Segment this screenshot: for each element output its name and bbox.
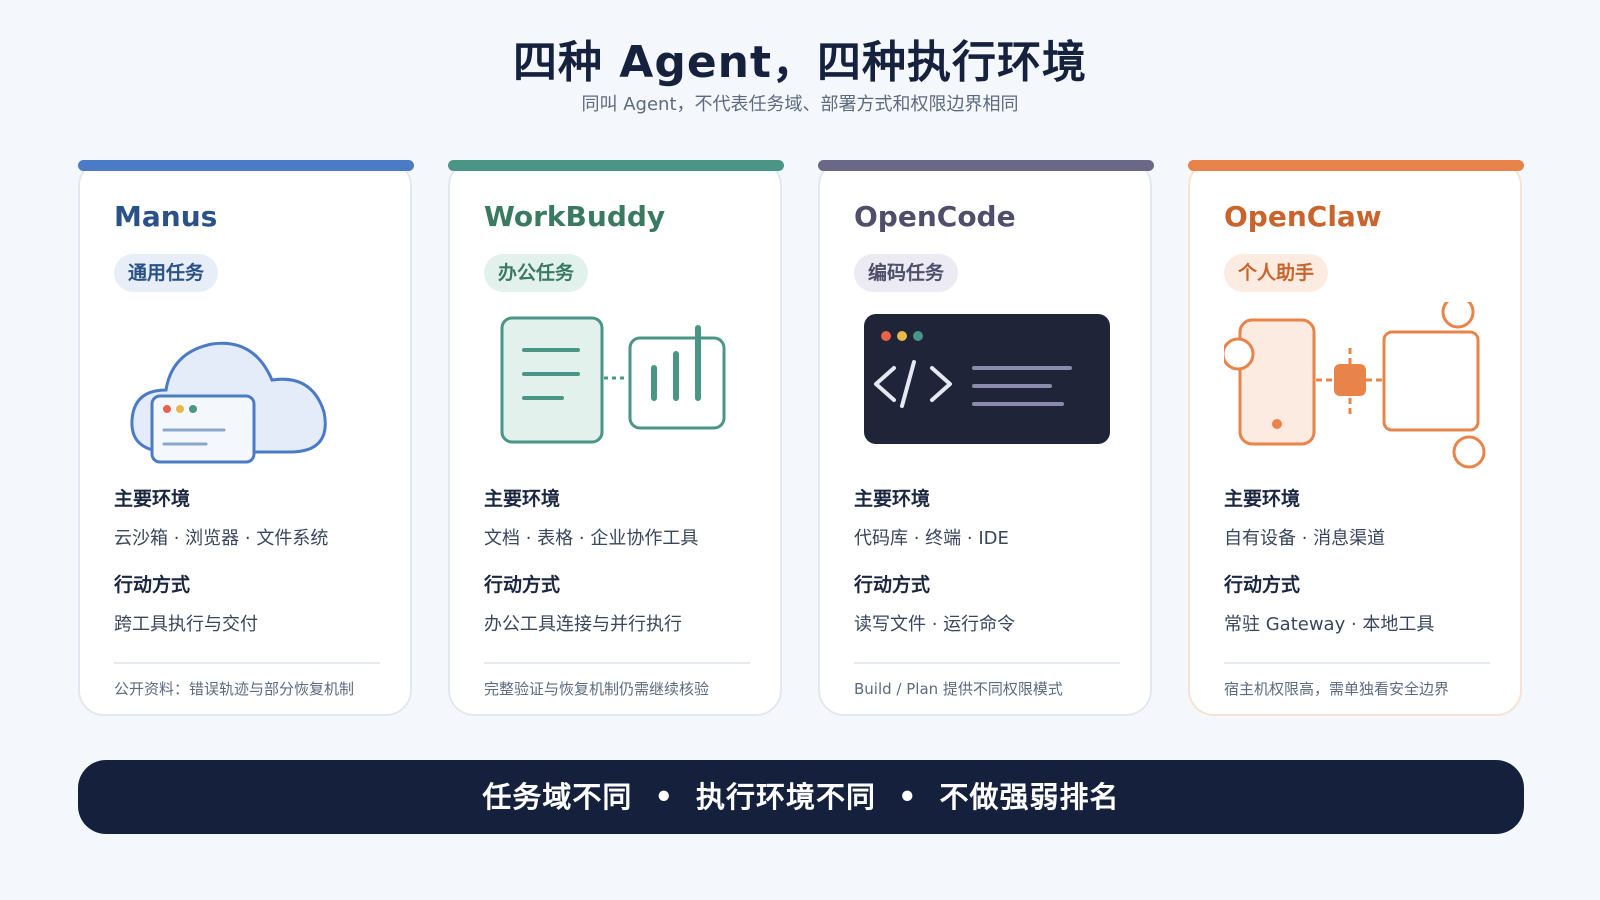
card-title: OpenCode (854, 200, 1016, 233)
page-subtitle: 同叫 Agent，不代表任务域、部署方式和权限边界相同 (581, 94, 1019, 115)
action-text: 读写文件 · 运行命令 (854, 614, 1016, 635)
card-workbuddy: WorkBuddy 办公任务 主要环境 文档 · 表格 · 企业协作工具 行动方… (448, 160, 782, 716)
summary-separator: • (898, 780, 918, 814)
action-label: 行动方式 (114, 574, 191, 596)
action-text: 办公工具连接与并行执行 (484, 614, 682, 635)
env-label: 主要环境 (484, 488, 561, 510)
card-note: Build / Plan 提供不同权限模式 (854, 680, 1063, 698)
card-opencode: OpenCode 编码任务 主要环境 代码库 · 终端 · IDE 行动方式 读… (818, 160, 1152, 716)
card-note: 公开资料：错误轨迹与部分恢复机制 (114, 680, 355, 698)
divider (114, 662, 380, 664)
accent-bar-workbuddy (448, 160, 784, 171)
card-note: 宿主机权限高，需单独看安全边界 (1224, 680, 1450, 698)
card-title: WorkBuddy (484, 200, 666, 233)
summary-separator: • (654, 780, 674, 814)
document-chart-icon (500, 316, 726, 444)
summary-part-task-domain: 任务域不同 (482, 780, 633, 814)
divider (854, 662, 1120, 664)
env-text: 文档 · 表格 · 企业协作工具 (484, 528, 699, 549)
env-text: 自有设备 · 消息渠道 (1224, 528, 1386, 549)
card-note: 完整验证与恢复机制仍需继续核验 (484, 680, 710, 698)
device-gateway-icon (1224, 302, 1486, 469)
task-tag: 办公任务 (484, 254, 589, 292)
env-label: 主要环境 (114, 488, 191, 510)
action-label: 行动方式 (854, 574, 931, 596)
summary-part-no-ranking: 不做强弱排名 (939, 780, 1120, 814)
task-tag: 通用任务 (114, 254, 219, 292)
divider (484, 662, 750, 664)
env-label: 主要环境 (1224, 488, 1301, 510)
summary-part-environment: 执行环境不同 (695, 780, 876, 814)
action-text: 常驻 Gateway · 本地工具 (1224, 614, 1435, 635)
code-terminal-icon (864, 314, 1110, 444)
card-openclaw: OpenClaw 个人助手 主要环境 自有设备 · 消息渠道 行动方式 常驻 G… (1188, 160, 1522, 716)
env-label: 主要环境 (854, 488, 931, 510)
card-title: Manus (114, 200, 218, 233)
action-label: 行动方式 (484, 574, 561, 596)
env-text: 云沙箱 · 浏览器 · 文件系统 (114, 528, 329, 549)
task-tag: 编码任务 (854, 254, 959, 292)
card-manus: Manus 通用任务 主要环境 云沙箱 · 浏览器 · 文件系统 行动方式 跨工… (78, 160, 412, 716)
accent-bar-openclaw (1188, 160, 1524, 171)
divider (1224, 662, 1490, 664)
cloud-browser-icon (130, 341, 327, 464)
accent-bar-opencode (818, 160, 1154, 171)
card-title: OpenClaw (1224, 200, 1382, 233)
env-text: 代码库 · 终端 · IDE (854, 528, 1009, 549)
task-tag: 个人助手 (1224, 254, 1329, 292)
action-text: 跨工具执行与交付 (114, 614, 258, 635)
accent-bar-manus (78, 160, 414, 171)
summary-banner: 任务域不同 • 执行环境不同 • 不做强弱排名 (78, 760, 1524, 834)
page-title: 四种 Agent，四种执行环境 (512, 37, 1088, 88)
action-label: 行动方式 (1224, 574, 1301, 596)
